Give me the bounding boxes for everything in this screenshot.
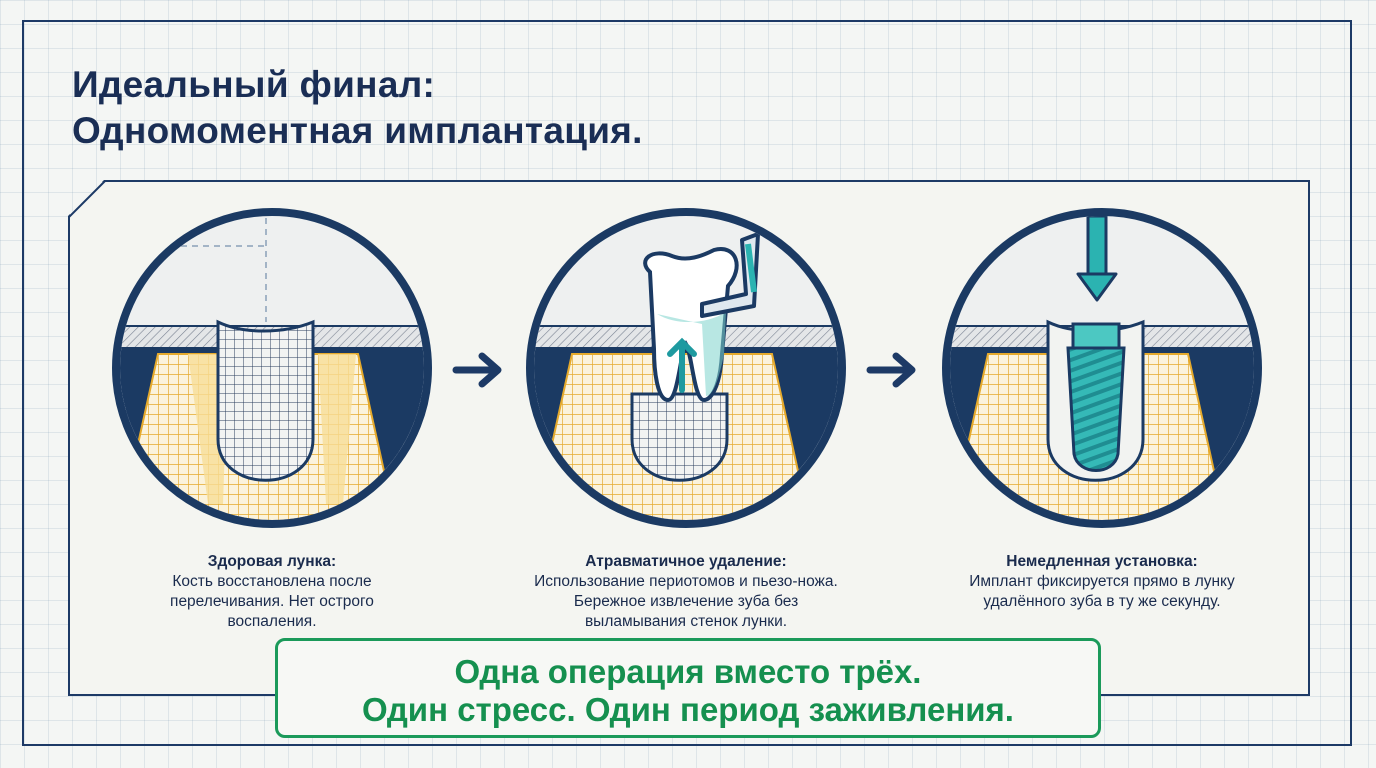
implant-placement-illustration — [942, 208, 1262, 528]
tooth-extraction-illustration — [526, 208, 846, 528]
step-text: воспаления. — [227, 613, 317, 630]
step-caption-implant: Немедленная установка: Имплант фиксирует… — [902, 552, 1302, 612]
healthy-socket-illustration — [112, 208, 432, 528]
step-text: Имплант фиксируется прямо в лунку — [969, 573, 1235, 590]
panel-corner — [68, 180, 107, 219]
step-title: Здоровая лунка: — [207, 553, 337, 570]
step-text: перелечивания. Нет острого — [170, 593, 374, 610]
banner-line-1: Одна операция вместо трёх. — [454, 653, 922, 690]
step-text: Кость восстановлена после — [172, 573, 372, 590]
step-text: Бережное извлечение зуба без — [573, 593, 799, 610]
step-text: удалённого зуба в ту же секунду. — [983, 593, 1221, 610]
title-line-2: Одномоментная имплантация. — [72, 110, 643, 151]
step-text: Использование периотомов и пьезо-ножа. — [534, 573, 838, 590]
arrow-right-icon — [866, 352, 916, 388]
title-line-1: Идеальный финал: — [72, 64, 436, 105]
banner-line-2: Один стресс. Один период заживления. — [362, 691, 1014, 728]
step-title: Немедленная установка: — [1006, 553, 1198, 570]
outer-frame — [22, 20, 1352, 746]
summary-banner: Одна операция вместо трёх. Один стресс. … — [275, 638, 1101, 738]
step-caption-extraction: Атравматичное удаление: Использование пе… — [486, 552, 886, 632]
step-text: выламывания стенок лунки. — [584, 613, 788, 630]
step-caption-healthy-socket: Здоровая лунка: Кость восстановлена посл… — [72, 552, 472, 632]
step-title: Атравматичное удаление: — [585, 553, 787, 570]
arrow-right-icon — [452, 352, 502, 388]
page-title: Идеальный финал: Одномоментная имплантац… — [72, 62, 643, 154]
